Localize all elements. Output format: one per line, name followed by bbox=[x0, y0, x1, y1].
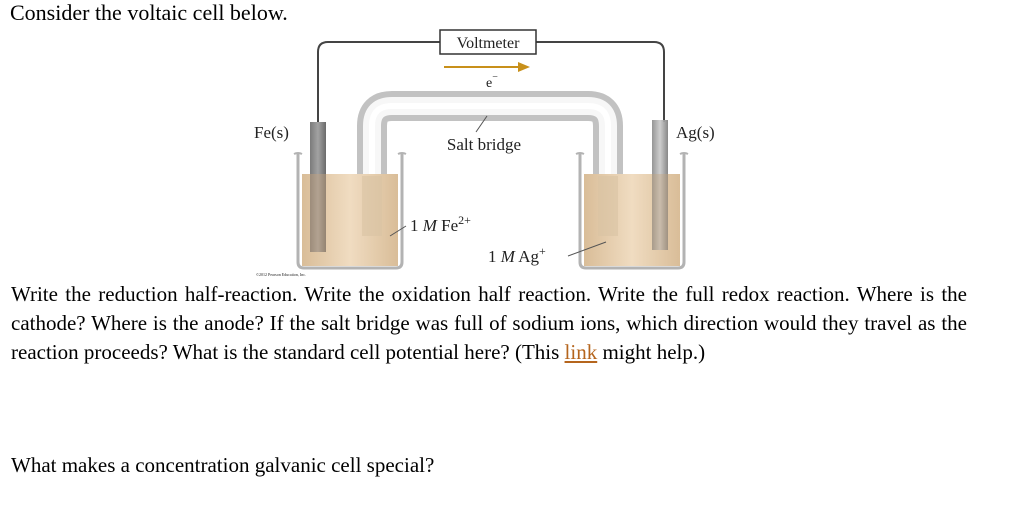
fe-solution-leader bbox=[389, 225, 407, 237]
salt-bridge-leader bbox=[475, 115, 488, 133]
voltaic-cell-diagram: Voltmeter e− Salt bridge Fe(s) Ag(s) 1 bbox=[240, 26, 740, 286]
ag-electrode bbox=[652, 120, 668, 250]
question-text-1: Write the reduction half-reaction. Write… bbox=[11, 282, 967, 364]
question-text-2: might help.) bbox=[597, 340, 706, 364]
right-beaker bbox=[578, 154, 686, 270]
electron-label: e− bbox=[486, 72, 498, 91]
concentration-cell-question: What makes a concentration galvanic cell… bbox=[11, 453, 435, 477]
left-beaker bbox=[296, 154, 404, 270]
salt-bridge bbox=[357, 91, 623, 236]
copyright-text: ©2012 Pearson Education, Inc. bbox=[256, 272, 306, 278]
reference-link[interactable]: link bbox=[564, 340, 598, 364]
ag-solution-label: 1 M Ag+ bbox=[488, 244, 546, 266]
fe-electrode-label: Fe(s) bbox=[254, 123, 289, 142]
fe-electrode bbox=[310, 122, 326, 252]
voltaic-cell-svg: Voltmeter e− Salt bridge Fe(s) Ag(s) 1 bbox=[254, 29, 715, 278]
voltmeter-label: Voltmeter bbox=[457, 35, 520, 52]
electron-arrow-head bbox=[518, 62, 530, 72]
voltmeter-box bbox=[439, 29, 537, 55]
ag-solution-leader bbox=[567, 241, 607, 257]
ag-electrode-label: Ag(s) bbox=[676, 123, 715, 142]
salt-bridge-label: Salt bridge bbox=[447, 135, 521, 154]
intro-text: Consider the voltaic cell below. bbox=[10, 0, 288, 25]
fe-solution-label: 1 M Fe2+ bbox=[410, 213, 471, 235]
wire-left bbox=[317, 41, 440, 122]
wire-right bbox=[536, 41, 665, 122]
question-paragraph: Write the reduction half-reaction. Write… bbox=[11, 280, 967, 367]
